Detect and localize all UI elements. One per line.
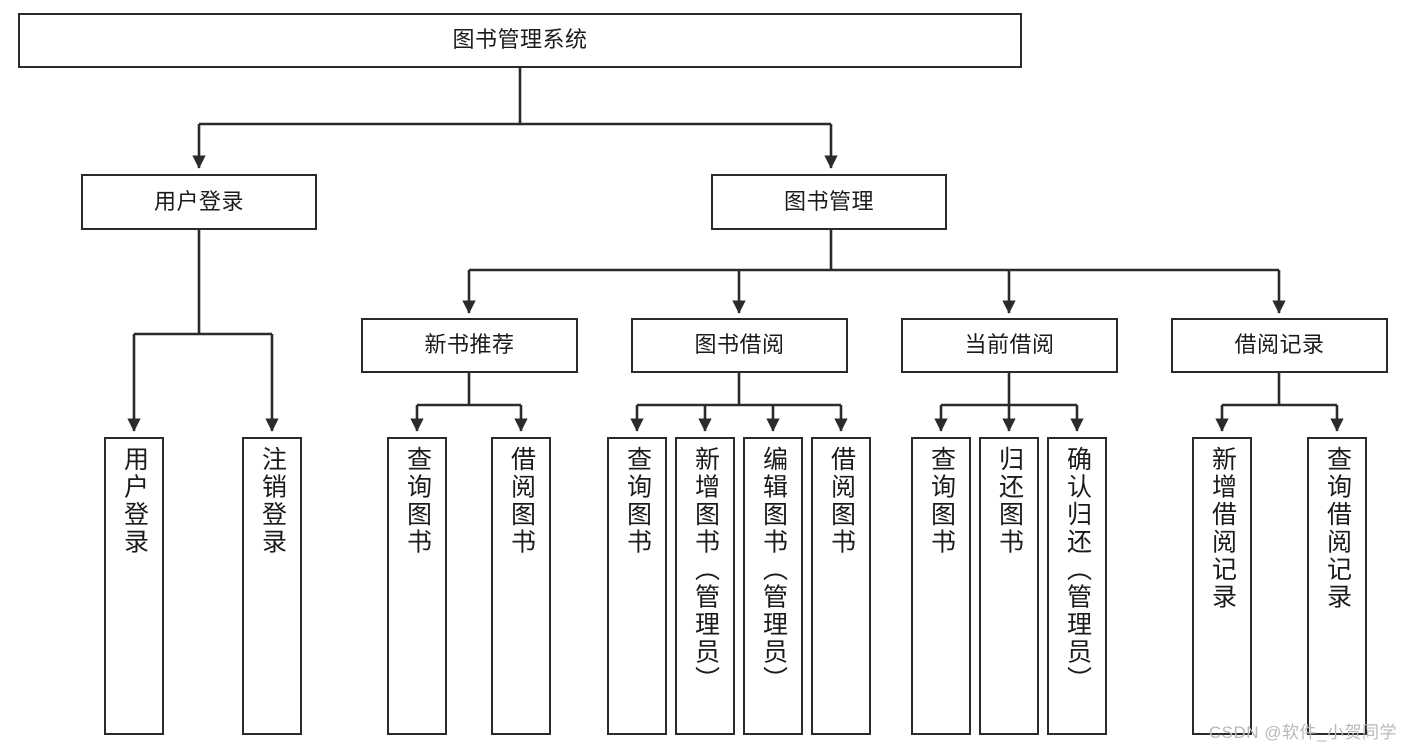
leaf-query-book-borrow[interactable]: 查询图书 bbox=[607, 437, 667, 735]
node-root-book-management-system[interactable]: 图书管理系统 bbox=[18, 13, 1022, 68]
leaf-logout-login[interactable]: 注销登录 bbox=[242, 437, 302, 735]
node-label: 查询借阅记录 bbox=[1323, 446, 1352, 611]
node-label: 查询图书 bbox=[623, 446, 652, 556]
node-label: 查询图书 bbox=[927, 446, 956, 556]
leaf-return-book[interactable]: 归还图书 bbox=[979, 437, 1039, 735]
leaf-confirm-return-admin[interactable]: 确认归还（管理员） bbox=[1047, 437, 1107, 735]
node-label: 图书借阅 bbox=[694, 332, 785, 358]
node-new-book-recommend[interactable]: 新书推荐 bbox=[361, 318, 578, 373]
node-label: 借阅图书 bbox=[827, 446, 856, 556]
node-label: 借阅记录 bbox=[1234, 332, 1325, 358]
csdn-watermark: CSDN @软件_小贺同学 bbox=[1208, 723, 1397, 742]
node-label: 图书管理 bbox=[783, 188, 874, 214]
node-label: 图书管理系统 bbox=[452, 27, 588, 53]
node-label: 用户登录 bbox=[153, 188, 244, 214]
node-label: 归还图书 bbox=[995, 446, 1024, 556]
node-label: 新增图书（管理员） bbox=[691, 446, 720, 694]
leaf-query-book-recommend[interactable]: 查询图书 bbox=[387, 437, 447, 735]
leaf-add-borrow-record[interactable]: 新增借阅记录 bbox=[1192, 437, 1252, 735]
node-label: 当前借阅 bbox=[964, 332, 1055, 358]
node-label: 查询图书 bbox=[403, 446, 432, 556]
node-book-borrow[interactable]: 图书借阅 bbox=[631, 318, 848, 373]
node-label: 新书推荐 bbox=[424, 332, 515, 358]
node-current-borrow[interactable]: 当前借阅 bbox=[901, 318, 1118, 373]
leaf-user-login[interactable]: 用户登录 bbox=[104, 437, 164, 735]
node-label: 用户登录 bbox=[120, 446, 149, 556]
leaf-borrow-book[interactable]: 借阅图书 bbox=[811, 437, 871, 735]
leaf-query-book-current[interactable]: 查询图书 bbox=[911, 437, 971, 735]
leaf-add-book-admin[interactable]: 新增图书（管理员） bbox=[675, 437, 735, 735]
node-user-login[interactable]: 用户登录 bbox=[81, 174, 317, 230]
node-label: 借阅图书 bbox=[507, 446, 536, 556]
node-label: 确认归还（管理员） bbox=[1063, 446, 1092, 694]
leaf-borrow-book-recommend[interactable]: 借阅图书 bbox=[491, 437, 551, 735]
node-borrow-record[interactable]: 借阅记录 bbox=[1171, 318, 1388, 373]
node-book-management[interactable]: 图书管理 bbox=[711, 174, 947, 230]
node-label: 注销登录 bbox=[258, 446, 287, 556]
leaf-query-borrow-record[interactable]: 查询借阅记录 bbox=[1307, 437, 1367, 735]
leaf-edit-book-admin[interactable]: 编辑图书（管理员） bbox=[743, 437, 803, 735]
node-label: 编辑图书（管理员） bbox=[759, 446, 788, 694]
node-label: 新增借阅记录 bbox=[1208, 446, 1237, 611]
